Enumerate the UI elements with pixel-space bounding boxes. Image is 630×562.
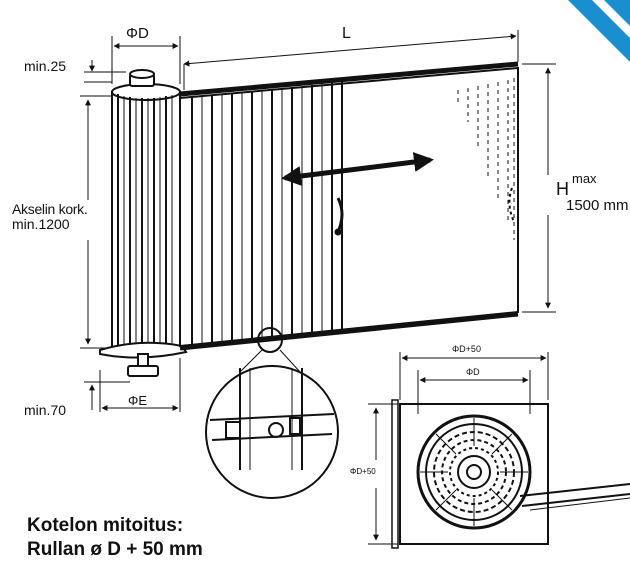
height-label: H bbox=[556, 179, 569, 199]
brand-corner-logo bbox=[568, 0, 630, 62]
gate-roll bbox=[111, 83, 181, 349]
box-outer-width-label: ΦD+50 bbox=[452, 344, 481, 354]
height-max-label: max bbox=[572, 171, 597, 186]
roll-base-plate bbox=[99, 341, 188, 377]
gate-panel bbox=[179, 61, 519, 351]
caption: Kotelon mitoitus: Rullan ø D + 50 mm bbox=[27, 514, 203, 562]
roll-top-knob bbox=[129, 69, 155, 87]
box-inner-label: ΦD bbox=[466, 367, 480, 377]
caption-line2: Rullan ø D + 50 mm bbox=[27, 538, 203, 560]
housing-box-top-view bbox=[368, 352, 630, 549]
axle-height-label-line2: min.1200 bbox=[12, 216, 70, 232]
dimension-lines bbox=[80, 30, 556, 412]
phi-e-label: ΦE bbox=[128, 393, 148, 408]
box-side-label: ΦD+50 bbox=[350, 467, 376, 476]
detail-callout bbox=[205, 327, 339, 499]
caption-line1: Kotelon mitoitus: bbox=[27, 515, 184, 536]
min-25-label: min.25 bbox=[24, 58, 67, 74]
movement-arrow bbox=[281, 152, 434, 186]
phi-d-label: ΦD bbox=[126, 25, 149, 42]
min-70-label: min.70 bbox=[24, 402, 67, 418]
height-value-label: 1500 mm bbox=[566, 197, 629, 214]
axle-height-label-line1: Akselin kork. bbox=[12, 201, 88, 217]
length-label: L bbox=[342, 25, 351, 42]
